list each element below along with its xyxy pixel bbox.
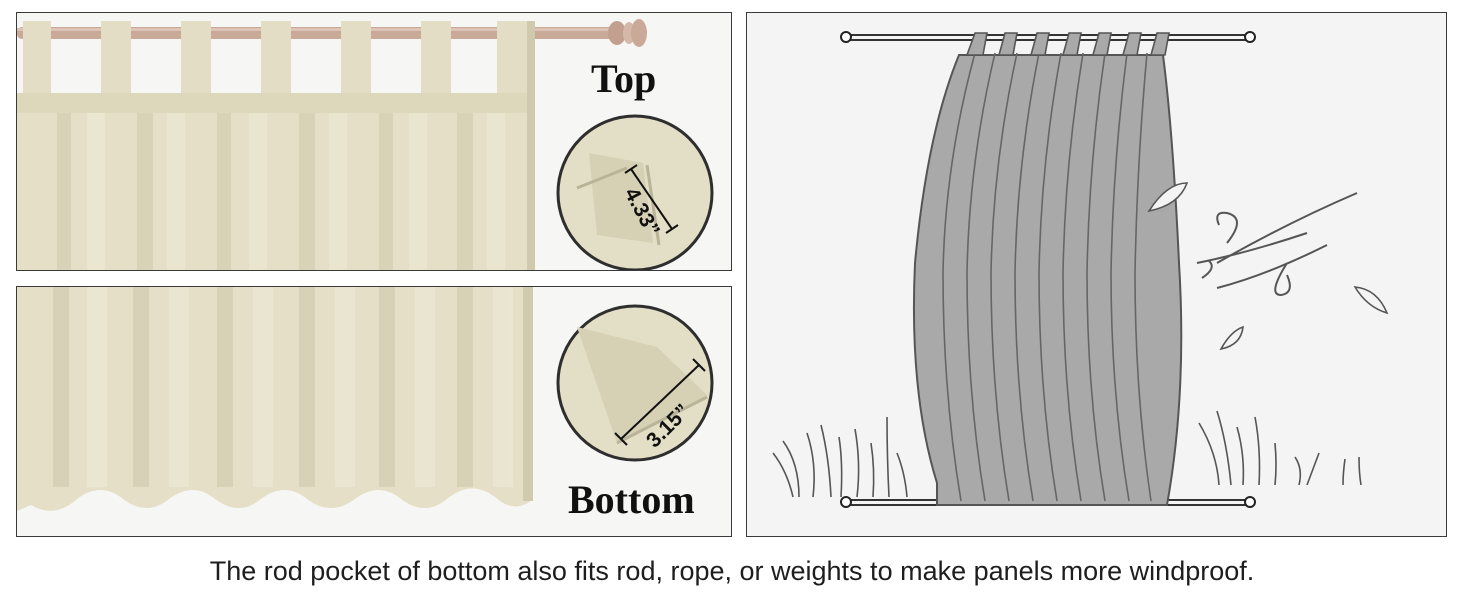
- blowing-leaves: [1147, 182, 1389, 351]
- top-detail-panel: Top: [16, 12, 732, 271]
- top-label: Top: [591, 56, 657, 101]
- windproof-illustration-panel: [746, 12, 1447, 537]
- bottom-detail-panel: [16, 286, 732, 537]
- bottom-magnifier: [556, 304, 714, 462]
- grass-tufts: [772, 410, 1362, 498]
- curtain-tabs: [23, 21, 529, 99]
- top-curtain-illustration: [17, 13, 731, 270]
- bottom-curtain-illustration: [17, 287, 731, 536]
- billowing-curtain: [912, 32, 1183, 506]
- windproof-sketch: [747, 13, 1446, 536]
- caption-text: The rod pocket of bottom also fits rod, …: [209, 556, 1255, 586]
- wind-swirls: [1196, 192, 1358, 297]
- bottom-label: Bottom: [568, 477, 695, 522]
- top-magnifier: [556, 114, 714, 270]
- rod-finial: [631, 19, 647, 47]
